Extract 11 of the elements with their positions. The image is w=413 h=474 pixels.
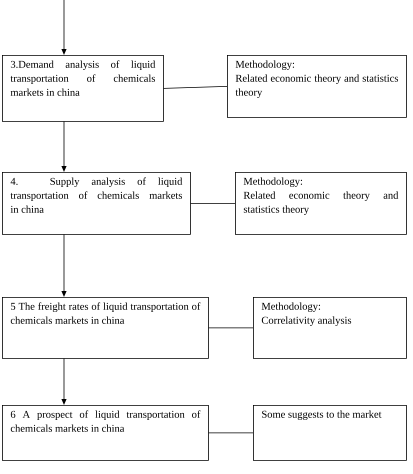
step-box: 3.Demand analysis of liquid transportation of chemicals markets in china: [2, 55, 164, 122]
method-box: Methodology: Related economic theory and statistics theory: [227, 55, 407, 118]
method-box: Some suggests to the market: [253, 405, 407, 461]
connector-line: [163, 86, 228, 89]
method-box: Methodology: Correlativity analysis: [253, 297, 407, 359]
step-box: 6 A prospect of liquid transportation of chemicals markets in china: [2, 405, 209, 461]
connector-line: [190, 203, 236, 204]
connector-line: [208, 432, 254, 434]
step-box: 4. Supply analysis of liquid transportation of chemicals markets in china: [2, 172, 191, 235]
step-box: 5 The freight rates of liquid transportation of chemicals markets in china: [2, 297, 209, 359]
method-box: Methodology: Related economic theory and statistics theory: [235, 172, 407, 235]
